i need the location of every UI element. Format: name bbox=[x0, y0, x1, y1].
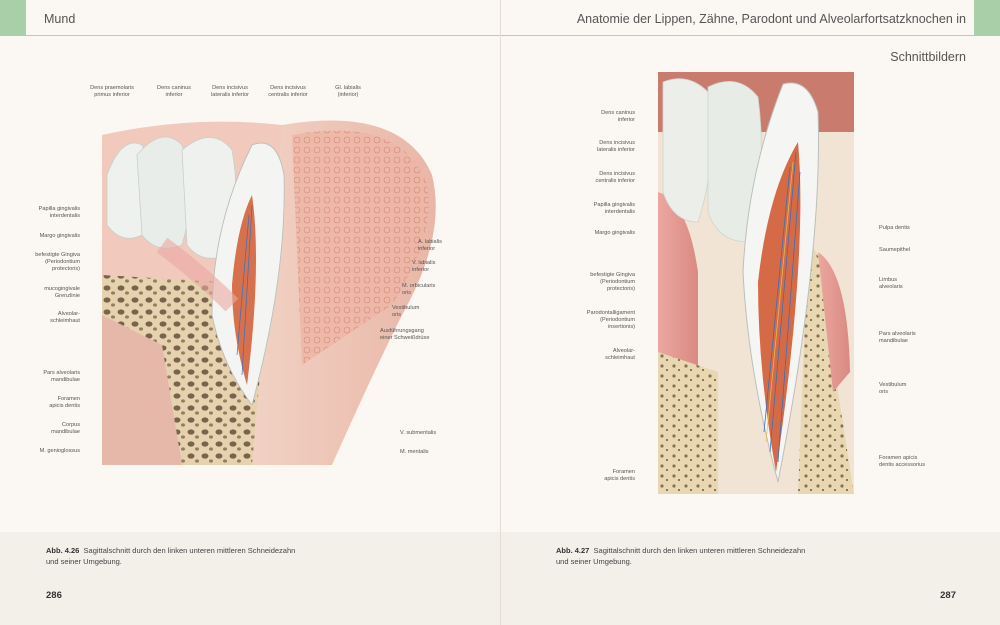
label-mucogingivale-grenzlinie: mucogingivale Grenzlinie bbox=[44, 286, 80, 299]
figure-caption: Abb. 4.26 Sagittalschnitt durch den link… bbox=[46, 545, 306, 567]
label-foramen-apicis: Foramen apicis dentis bbox=[49, 396, 80, 409]
label-corpus-mandibulae: Corpus mandibulae bbox=[51, 422, 80, 435]
chapter-tab bbox=[0, 0, 26, 36]
label-m-genioglossus: M. genioglossus bbox=[39, 448, 80, 454]
right-page: Anatomie der Lippen, Zähne, Parodont und… bbox=[500, 0, 1000, 625]
page-number: 286 bbox=[46, 590, 62, 601]
label-a-labialis: A. labialis inferior bbox=[418, 239, 442, 252]
label-dens-caninus: Dens caninus inferior bbox=[157, 85, 191, 98]
label-m-orbicularis: M. orbicularis oris bbox=[402, 283, 436, 296]
figure-number: Abb. 4.26 bbox=[46, 546, 80, 555]
label-dens-incisivus-lateralis: Dens incisivus lateralis inferior bbox=[597, 140, 635, 153]
running-header: Mund bbox=[26, 0, 500, 36]
label-befestigte-gingiva: befestigte Gingiva (Periodontium protect… bbox=[35, 252, 80, 272]
label-dens-incisivus-centralis: Dens incisivus centralis inferior bbox=[268, 85, 308, 98]
figure-caption-text: Sagittalschnitt durch den linken unteren… bbox=[556, 546, 806, 566]
label-dens-praemolaris: Dens praemolaris primus inferior bbox=[90, 85, 134, 98]
label-m-mentalis: M. mentalis bbox=[400, 449, 429, 455]
label-ausfuehrungsgang: Ausführungsgang einer Schweißdrüse bbox=[380, 328, 430, 341]
figure-number: Abb. 4.27 bbox=[556, 546, 590, 555]
left-page: Mund Dens praemolaris primus inferior De… bbox=[0, 0, 500, 601]
label-pulpa-dentis: Pulpa dentis bbox=[879, 225, 910, 231]
label-dens-caninus: Dens caninus inferior bbox=[601, 110, 635, 123]
page-number: 287 bbox=[940, 590, 956, 601]
label-dens-incisivus-centralis: Dens incisivus centralis inferior bbox=[595, 171, 635, 184]
label-parodontalligament: Parodontalligament (Periodontium inserti… bbox=[586, 310, 635, 330]
label-pars-alveolaris: Pars alveolaris mandibulae bbox=[879, 331, 916, 344]
figure-4-26-illustration bbox=[102, 115, 444, 465]
label-v-submentalis: V. submentalis bbox=[400, 430, 437, 436]
label-pars-alveolaris: Pars alveolaris mandibulae bbox=[43, 370, 80, 383]
label-gl-labialis: Gl. labialis (inferior) bbox=[335, 85, 361, 98]
running-header: Anatomie der Lippen, Zähne, Parodont und… bbox=[501, 0, 974, 64]
label-befestigte-gingiva: befestigte Gingiva (Periodontium protect… bbox=[590, 272, 635, 292]
label-alveolarschleimhaut: Alveolar- schleimhaut bbox=[605, 348, 635, 361]
label-vestibulum-oris: Vestibulum oris bbox=[879, 382, 907, 395]
label-margo-gingivalis: Margo gingivalis bbox=[594, 230, 635, 236]
figure-4-27-illustration bbox=[658, 72, 854, 494]
label-foramen-apicis-accessorius: Foramen apicis dentis accessorius bbox=[879, 455, 926, 468]
label-dens-incisivus-lateralis: Dens incisivus lateralis inferior bbox=[211, 85, 249, 98]
figure-caption-text: Sagittalschnitt durch den linken unteren… bbox=[46, 546, 296, 566]
label-v-labialis: V. labialis inferior bbox=[412, 260, 436, 273]
label-foramen-apicis: Foramen apicis dentis bbox=[604, 469, 635, 482]
label-papilla-gingivalis: Papilla gingivalis interdentalis bbox=[593, 202, 635, 215]
figure-caption: Abb. 4.27 Sagittalschnitt durch den link… bbox=[556, 545, 816, 567]
label-margo-gingivalis: Margo gingivalis bbox=[39, 233, 80, 239]
label-saumepithel: Saumepithel bbox=[879, 247, 911, 253]
chapter-tab bbox=[974, 0, 1000, 36]
label-papilla-gingivalis: Papilla gingivalis interdentalis bbox=[38, 206, 80, 219]
label-vestibulum-oris: Vestibulum oris bbox=[392, 305, 420, 318]
label-limbus-alveolaris: Limbus alveolaris bbox=[879, 277, 903, 290]
label-alveolarschleimhaut: Alveolar- schleimhaut bbox=[50, 311, 80, 324]
